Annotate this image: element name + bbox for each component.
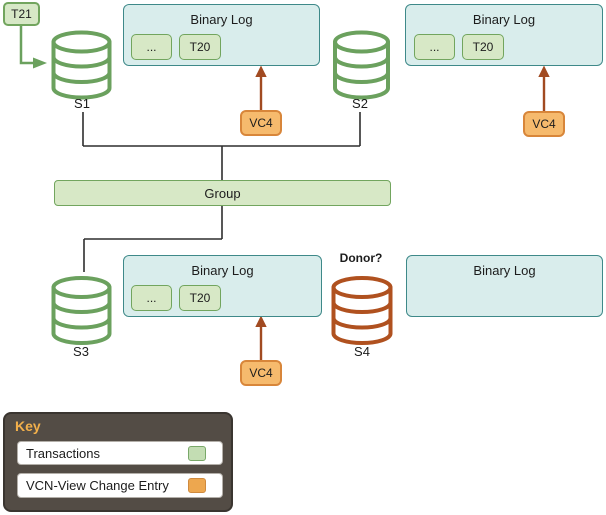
group-box: Group [54, 180, 391, 206]
binary-log-title: Binary Log [191, 263, 254, 278]
key-title: Key [15, 418, 41, 434]
transaction-entry-ellipsis: ... [131, 285, 172, 311]
binary-log-entries: ... T20 [131, 285, 221, 311]
key-item-view-change: VCN-View Change Entry [17, 473, 223, 498]
binary-log-panel-s3: Binary Log ... T20 [123, 255, 322, 317]
server-cylinder-s1 [51, 30, 112, 100]
key-item-label: Transactions [26, 445, 100, 461]
binary-log-entries: ... T20 [414, 34, 504, 60]
binary-log-panel-s2: Binary Log ... T20 [405, 4, 603, 66]
transaction-entry-t20: T20 [179, 34, 221, 60]
server-cylinder-s3 [51, 276, 112, 345]
binary-log-title: Binary Log [472, 12, 536, 27]
binary-log-panel-s1: Binary Log ... T20 [123, 4, 320, 66]
server-label-s2: S2 [352, 96, 368, 111]
key-item-label: VCN-View Change Entry [26, 478, 169, 493]
key-panel: Key Transactions VCN-View Change Entry [3, 412, 233, 512]
group-connector-lines [82, 112, 361, 272]
transactions-swatch [188, 445, 206, 461]
server-cylinder-s2 [333, 30, 390, 100]
view-change-box-s2: VC4 [523, 111, 565, 137]
server-label-s1: S1 [74, 96, 90, 111]
binary-log-entries: ... T20 [131, 34, 221, 60]
donor-label: Donor? [339, 251, 383, 265]
transaction-entry-t20: T20 [179, 285, 221, 311]
server-cylinder-s4-donor [331, 276, 393, 345]
binary-log-panel-s4: Binary Log [406, 255, 603, 317]
server-label-s4: S4 [354, 344, 370, 359]
transaction-entry-t20: T20 [462, 34, 504, 60]
view-change-swatch [188, 478, 206, 493]
binary-log-title: Binary Log [473, 263, 536, 278]
t21-arrow [19, 26, 47, 69]
key-item-transactions: Transactions [17, 441, 223, 465]
view-change-arrows [255, 65, 550, 360]
transaction-entry-ellipsis: ... [414, 34, 455, 60]
view-change-box-s1: VC4 [240, 110, 282, 136]
transaction-entry-ellipsis: ... [131, 34, 172, 60]
incoming-transaction-box: T21 [3, 2, 40, 26]
server-label-s3: S3 [73, 344, 89, 359]
binary-log-title: Binary Log [190, 12, 253, 27]
view-change-box-s3: VC4 [240, 360, 282, 386]
